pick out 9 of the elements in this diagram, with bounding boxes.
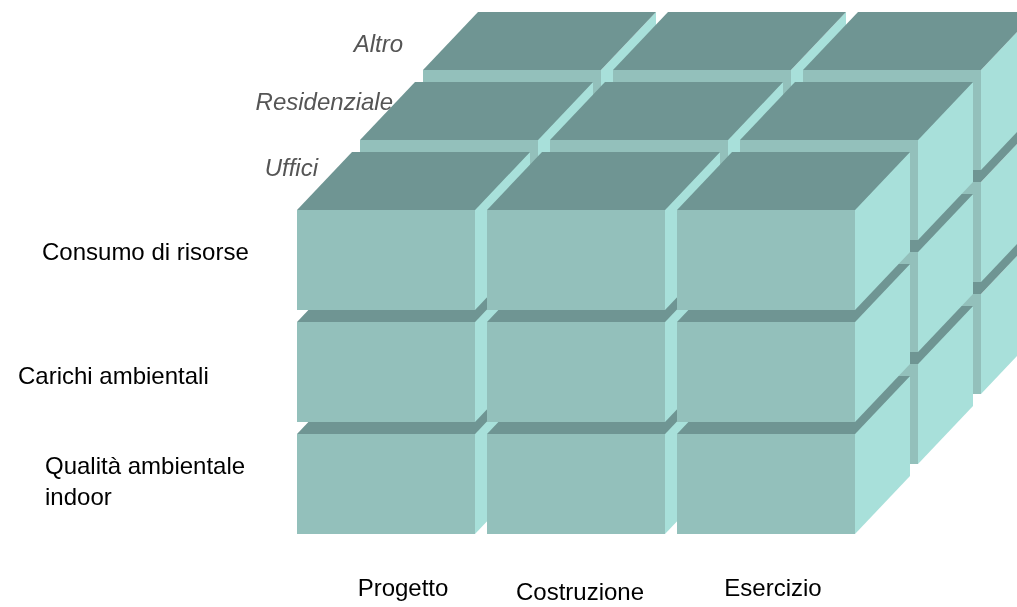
row-label: Consumo di risorse: [42, 237, 249, 267]
column-label: Esercizio: [724, 573, 822, 603]
depth-axis-label: Altro: [353, 29, 403, 59]
column-label: Costruzione: [515, 577, 645, 607]
row-label: Carichi ambientali: [18, 361, 209, 391]
row-label: Qualità ambientale indoor: [45, 451, 247, 513]
depth-axis-label: Residenziale: [255, 87, 393, 117]
column-label: Progetto: [357, 573, 449, 603]
depth-axis-label: Uffici: [264, 153, 318, 183]
